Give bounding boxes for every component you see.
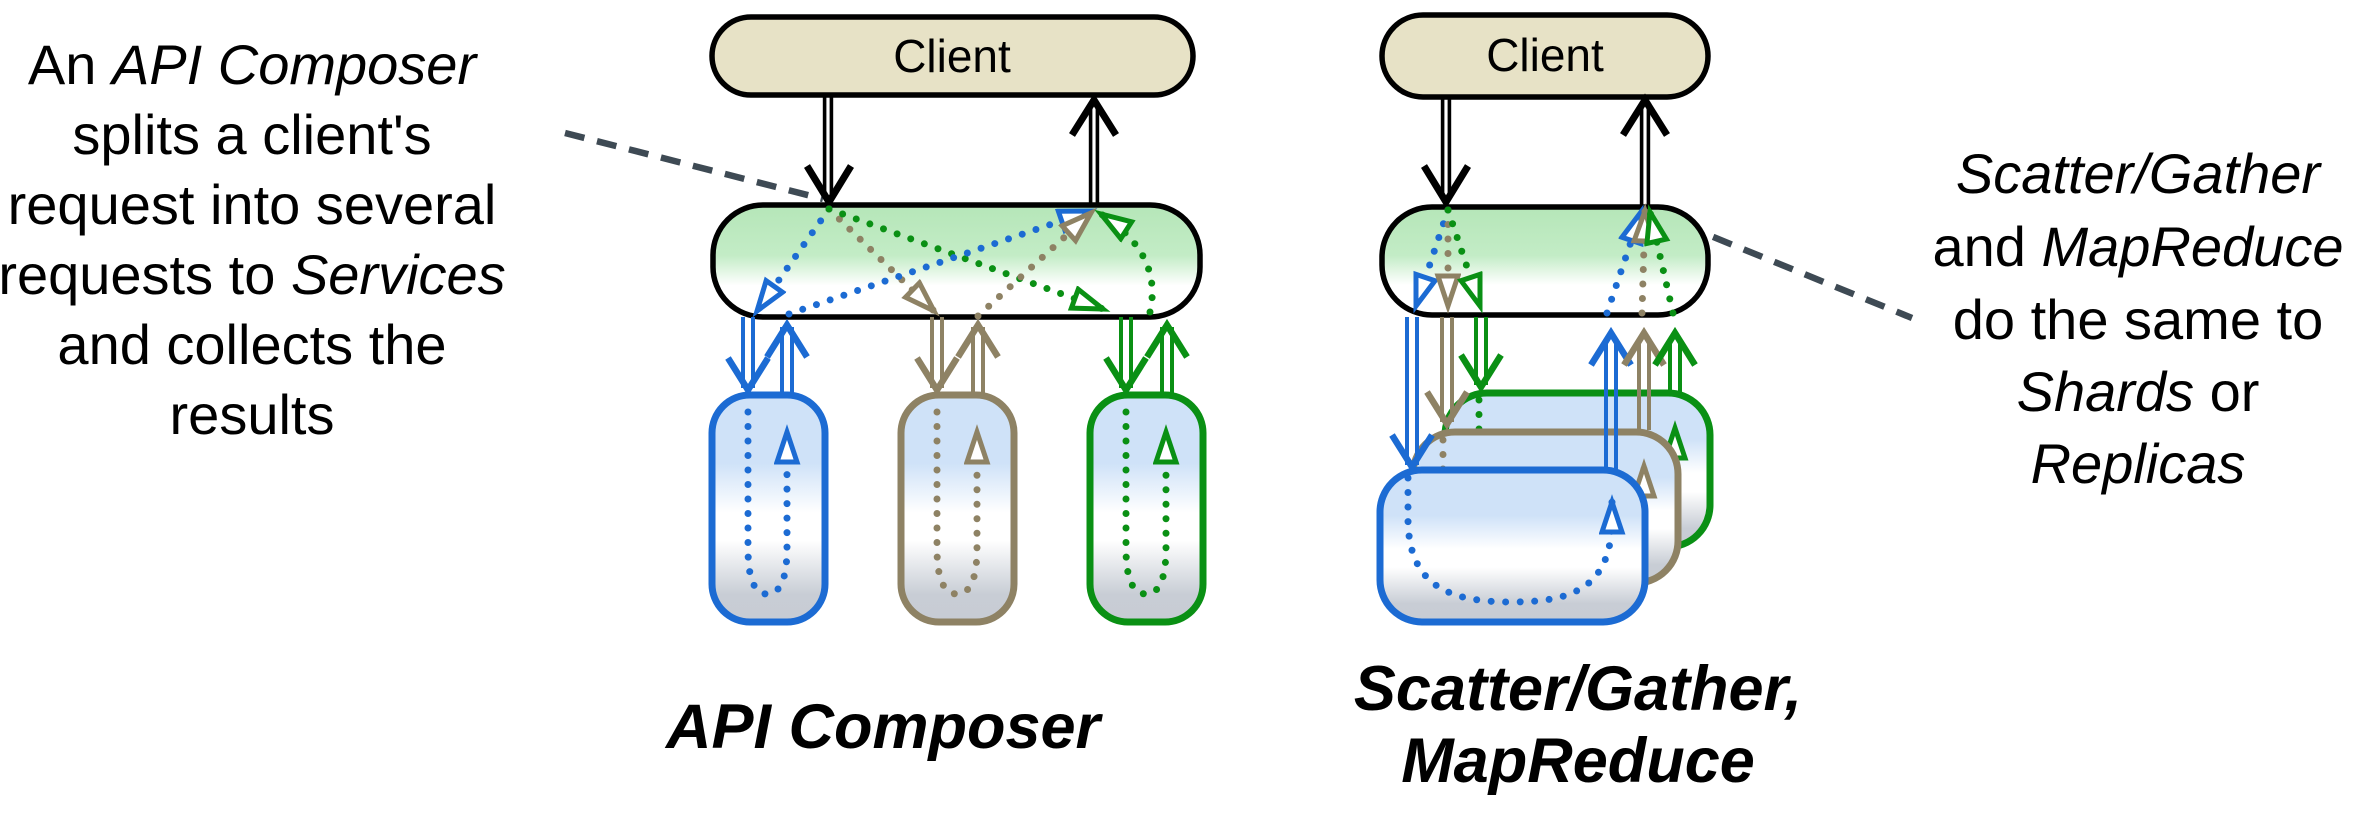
annotation-line: An API Composer: [28, 33, 479, 96]
right-caption-line1: Scatter/Gather,: [1354, 654, 1802, 724]
service1-response-arrow-icon: [764, 318, 810, 395]
right-annotation: Scatter/Gather and MapReduce do the same…: [1650, 142, 2344, 495]
client-box: [1379, 12, 1711, 100]
response-arrow-up-icon: [1620, 93, 1670, 207]
request-arrow-down-icon: [804, 97, 854, 209]
annotation-line: results: [170, 383, 335, 446]
shard-request-arrow-tan-icon: [1424, 317, 1470, 431]
scatter-gather-diagram: Client: [1354, 12, 1802, 796]
service3-response-arrow-icon: [1144, 318, 1190, 395]
shard-response-arrow-green-icon: [1652, 326, 1698, 394]
right-caption-line2: MapReduce: [1401, 726, 1755, 796]
left-caption: API Composer: [664, 692, 1104, 762]
client-label: Client: [1486, 29, 1604, 81]
service1-request-arrow-icon: [725, 317, 771, 397]
client-box: [709, 14, 1196, 98]
scatter-path-blue: [757, 205, 833, 311]
request-arrow-down-icon: [1421, 97, 1471, 209]
gather-path-blue: [785, 207, 1090, 318]
service-loop-blue: [744, 408, 787, 598]
gather-path-green: [1650, 212, 1677, 317]
service-loop-tan: [933, 408, 977, 598]
api-composer-box: [710, 202, 1203, 320]
gather-path-green: [1101, 214, 1156, 316]
annotation-line: Replicas: [2031, 432, 2246, 495]
service-box-tan: [897, 391, 1018, 626]
annotation-line: and collects the: [57, 313, 446, 376]
response-arrow-up-icon: [1069, 93, 1119, 205]
annotation-line: Scatter/Gather: [1956, 142, 2323, 205]
shard-request-arrow-green-icon: [1458, 317, 1504, 394]
shard-loop-blue: [1404, 474, 1612, 606]
annotation-line: and MapReduce: [1933, 215, 2344, 278]
scatter-path-green: [1444, 206, 1484, 306]
gather-path-tan: [974, 213, 1091, 320]
annotation-line: do the same to: [1953, 288, 2323, 351]
shard-response-arrow-tan-icon: [1621, 326, 1667, 430]
shard-box-blue: [1376, 466, 1649, 626]
left-callout-dashed-line: [564, 129, 824, 203]
scatter-gather-box: [1379, 204, 1711, 318]
api-composer-diagram: Client: [664, 14, 1207, 762]
shard-request-arrow-blue-icon: [1389, 317, 1435, 474]
scatter-path-green: [825, 205, 1103, 313]
service2-response-arrow-icon: [955, 318, 1001, 395]
annotation-line: splits a client's: [72, 103, 431, 166]
service3-request-arrow-icon: [1103, 317, 1149, 397]
client-label: Client: [893, 30, 1011, 82]
service2-request-arrow-icon: [914, 317, 960, 397]
service-box-blue: [708, 391, 829, 626]
service-loop-green: [1122, 408, 1166, 598]
annotation-line: requests to Services: [0, 243, 506, 306]
left-annotation: An API Composer splits a client's reques…: [0, 33, 824, 446]
scatter-path-tan: [825, 205, 934, 311]
scatter-path-blue: [1412, 206, 1452, 306]
service-box-green: [1086, 391, 1207, 626]
shard-response-arrow-blue-icon: [1588, 326, 1634, 470]
annotation-line: Shards or: [2017, 360, 2260, 423]
annotation-line: request into several: [8, 173, 497, 236]
